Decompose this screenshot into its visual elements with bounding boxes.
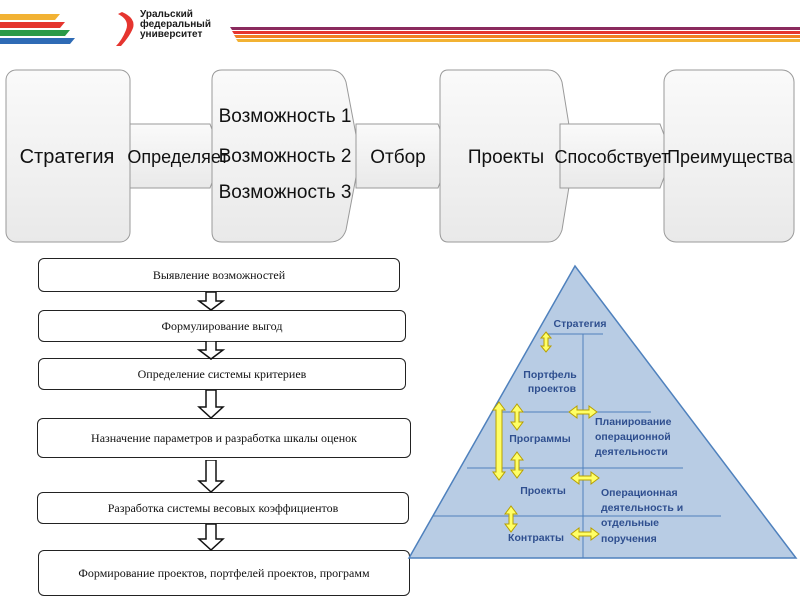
flow-arrow-down-icon bbox=[196, 341, 226, 360]
flow-step-1-label: Выявление возможностей bbox=[152, 267, 286, 282]
flow-arrow-down-icon bbox=[197, 390, 225, 419]
chain-step-advantages-shape bbox=[663, 69, 795, 243]
flow-step-1: Выявление возможностей bbox=[38, 258, 400, 292]
side-label-operational-line4: поручения bbox=[601, 533, 657, 545]
double-arrow-vertical-icon bbox=[504, 505, 518, 533]
pyramid-level-projects: Проекты bbox=[520, 485, 566, 497]
long-vertical-bracket-icon bbox=[492, 401, 506, 481]
pyramid-level-portfolio-line1: Портфель bbox=[523, 369, 577, 381]
flow-step-2: Формулирование выгод bbox=[38, 310, 406, 342]
side-label-operational-line2: деятельность и bbox=[601, 502, 683, 514]
logo-line-3: университет bbox=[140, 29, 203, 40]
pyramid-level-contracts: Контракты bbox=[508, 532, 564, 544]
flow-step-4: Назначение параметров и разработка шкалы… bbox=[37, 418, 411, 458]
header-stripes-right bbox=[230, 27, 800, 42]
double-arrow-horizontal-icon bbox=[570, 527, 600, 541]
flow-step-5-label: Разработка системы весовых коэффициентов bbox=[107, 500, 339, 515]
chain-step-advantages-label: Преимущества bbox=[667, 147, 794, 167]
flow-step-3: Определение системы критериев bbox=[38, 358, 406, 390]
double-arrow-vertical-icon bbox=[510, 403, 524, 431]
chain-arrow-selection-label: Отбор bbox=[370, 147, 426, 168]
management-pyramid: Стратегия Портфель проектов Программы Пр… bbox=[407, 264, 798, 559]
logo-stripes-left bbox=[0, 14, 75, 44]
pyramid-level-programs: Программы bbox=[509, 433, 571, 445]
logo-line-2: федеральный bbox=[140, 19, 211, 30]
side-label-planning-line1: Планирование bbox=[595, 416, 672, 428]
logo-emblem-icon bbox=[116, 12, 134, 46]
chain-step-strategy-label: Стратегия bbox=[20, 146, 115, 168]
chain-arrow-defines-label: Определяет bbox=[127, 147, 228, 167]
pyramid-level-portfolio-line2: проектов bbox=[528, 383, 577, 395]
chain-arrow-contributes-label: Способствует bbox=[555, 147, 670, 167]
flow-step-6-label: Формирование проектов, портфелей проекто… bbox=[78, 565, 370, 580]
side-label-operational-line1: Операционная bbox=[601, 487, 678, 499]
flow-arrow-down-icon bbox=[196, 292, 226, 311]
side-label-planning-line2: операционной bbox=[595, 431, 671, 443]
flow-step-6: Формирование проектов, портфелей проекто… bbox=[38, 550, 410, 596]
university-logo-text: Уральский федеральный университет bbox=[140, 10, 211, 40]
flow-step-4-label: Назначение параметров и разработка шкалы… bbox=[91, 430, 357, 445]
chain-step-opportunity-1-label: Возможность 1 bbox=[219, 106, 352, 127]
double-arrow-vertical-icon bbox=[510, 451, 524, 479]
side-label-operational-line3: отдельные bbox=[601, 517, 659, 529]
flow-arrow-down-icon bbox=[197, 524, 225, 551]
flow-arrow-down-icon bbox=[197, 460, 225, 493]
chain-step-opportunities-shape bbox=[211, 69, 361, 243]
flow-step-3-label: Определение системы критериев bbox=[137, 366, 307, 381]
pyramid-level-strategy: Стратегия bbox=[554, 318, 607, 330]
chain-step-projects-label: Проекты bbox=[468, 147, 544, 168]
chain-step-projects-shape bbox=[439, 69, 575, 243]
chain-step-opportunity-3-label: Возможность 3 bbox=[219, 182, 352, 203]
double-arrow-vertical-icon bbox=[539, 331, 553, 353]
process-chain: Стратегия Определяет Возможность 1 Возмо… bbox=[5, 69, 795, 243]
chain-step-opportunity-2-label: Возможность 2 bbox=[219, 146, 352, 167]
flow-step-2-label: Формулирование выгод bbox=[161, 318, 283, 333]
logo-line-1: Уральский bbox=[140, 9, 193, 20]
header-banner bbox=[0, 12, 800, 46]
flow-step-5: Разработка системы весовых коэффициентов bbox=[37, 492, 409, 524]
side-label-planning-line3: деятельности bbox=[595, 446, 668, 458]
double-arrow-horizontal-icon bbox=[568, 405, 598, 419]
double-arrow-horizontal-icon bbox=[570, 471, 600, 485]
